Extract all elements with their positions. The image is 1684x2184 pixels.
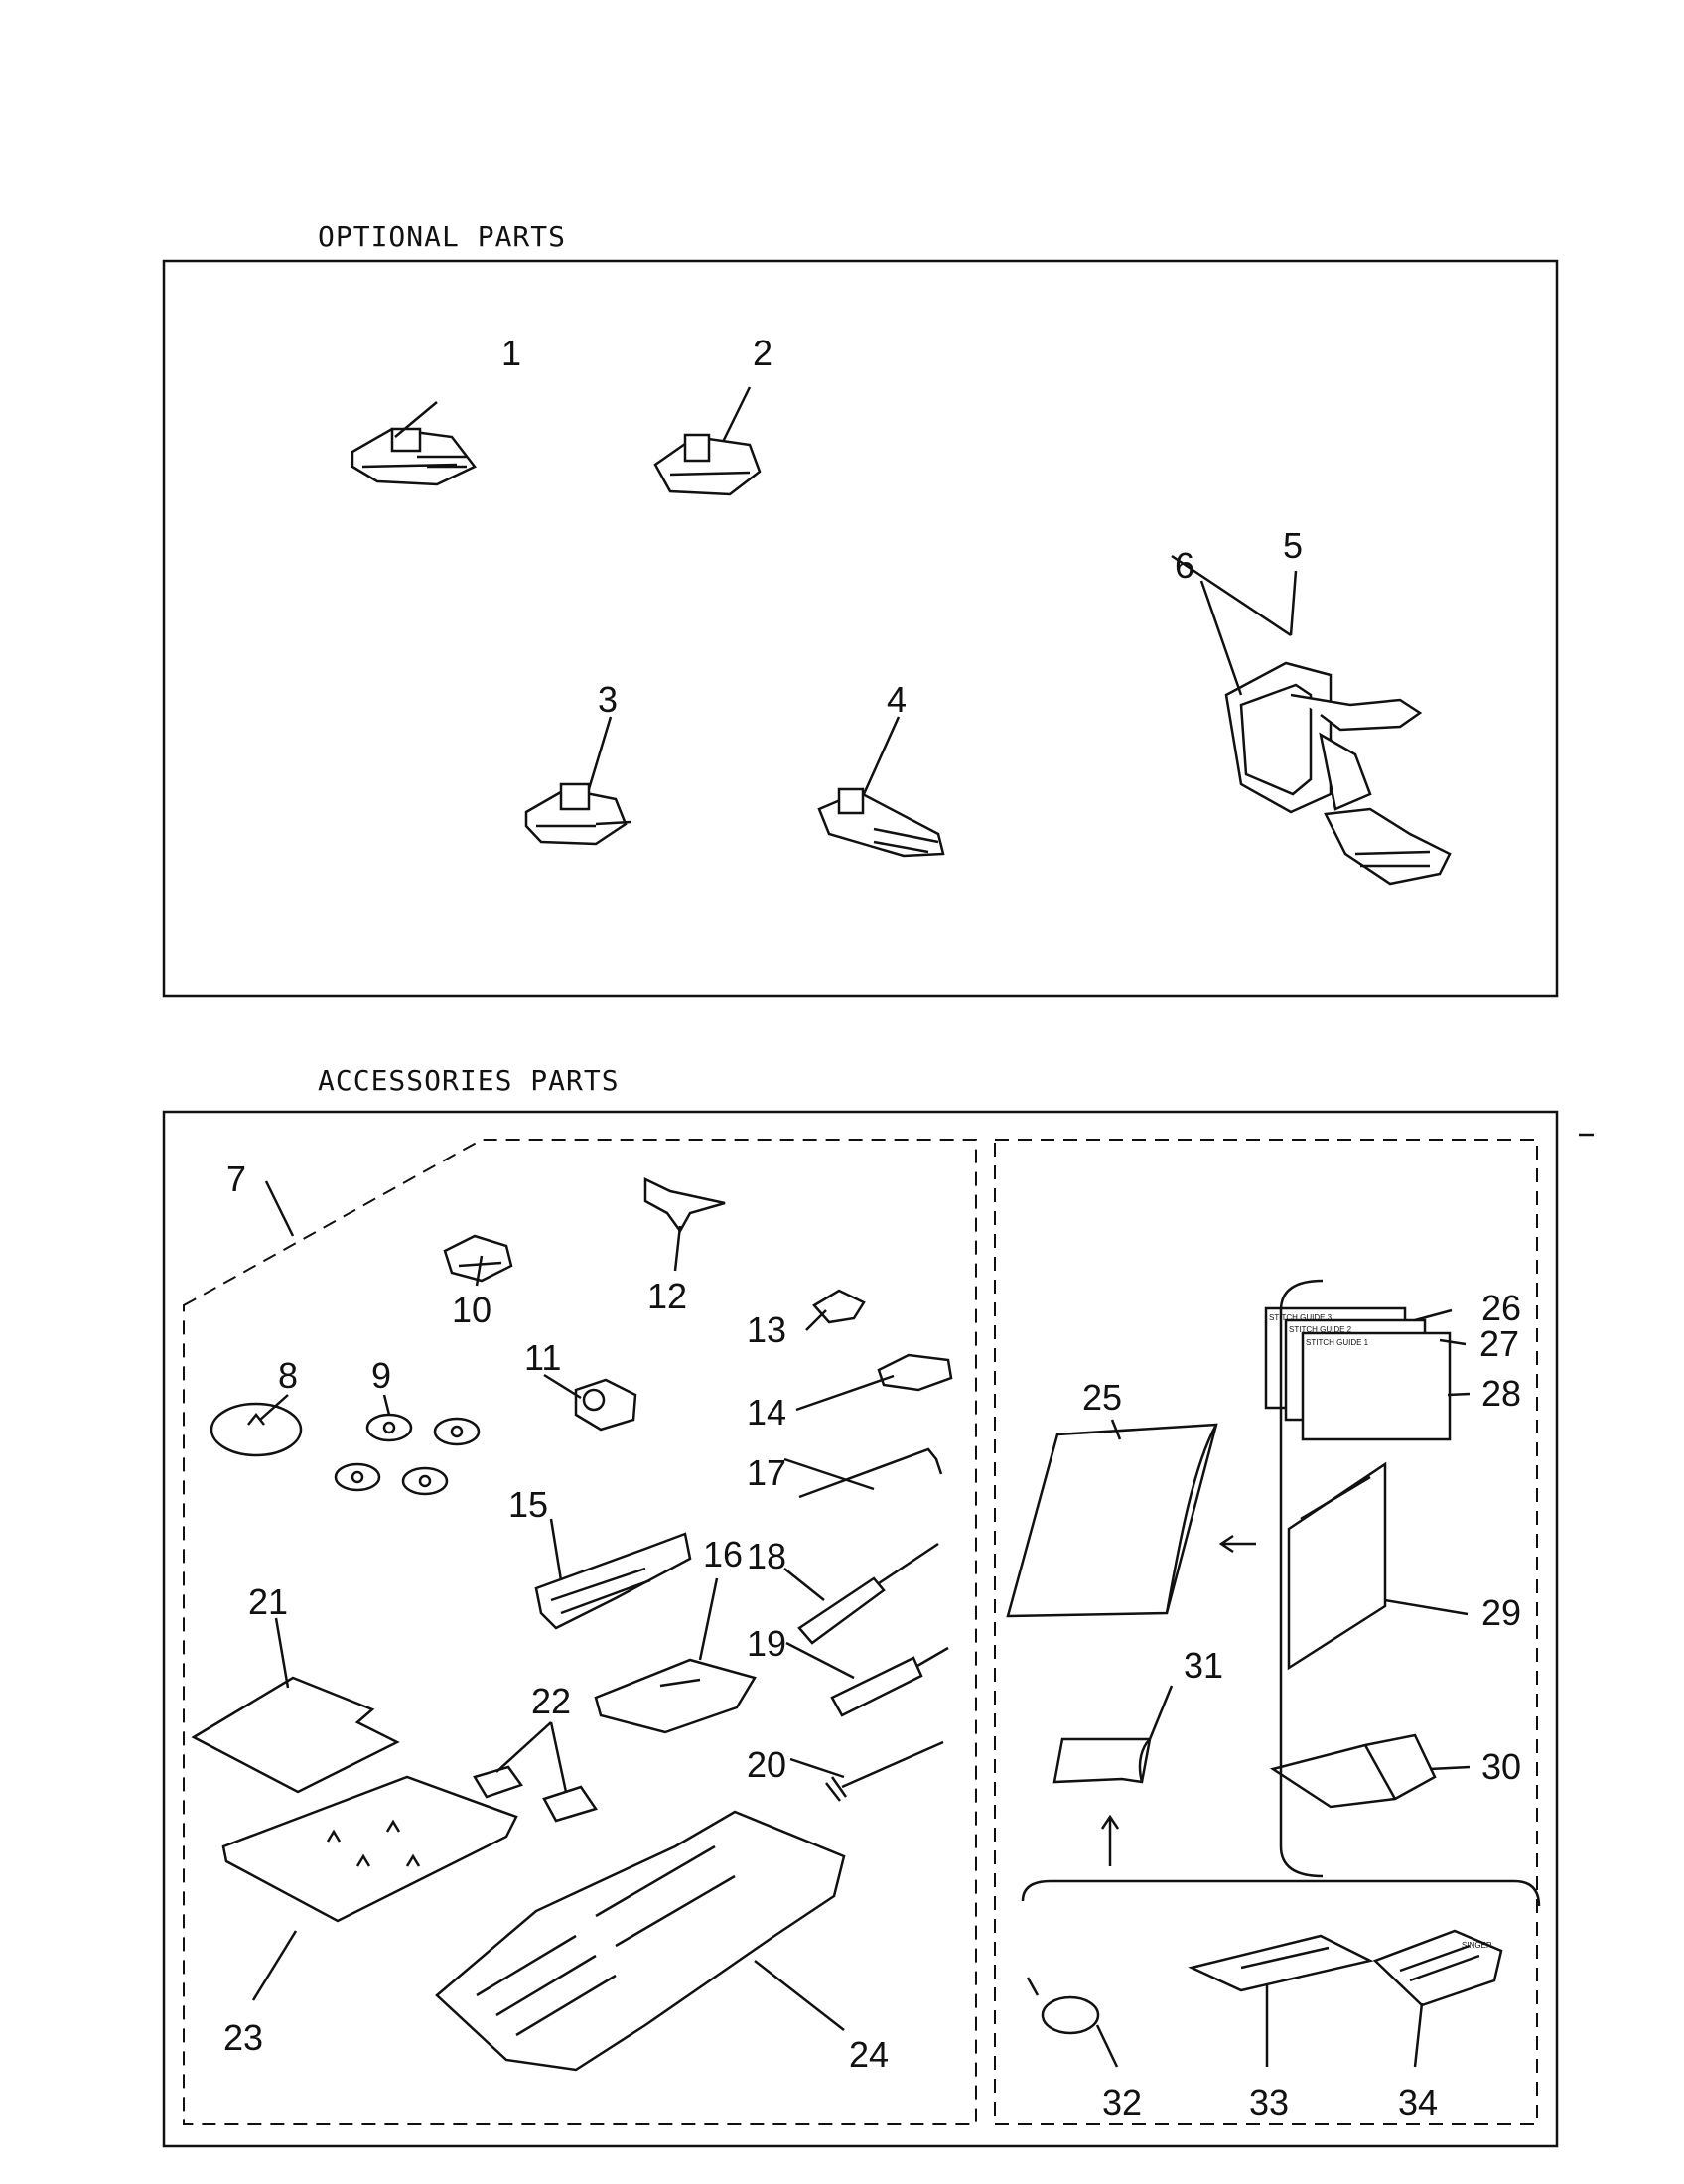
cloth-plate-21 [191,1676,400,1794]
part-number-31: 31 [1184,1645,1223,1686]
part-number-14: 14 [747,1392,786,1433]
part-number-6: 6 [1175,545,1194,586]
part-number-25: 25 [1082,1377,1122,1418]
screwdriver-19 [830,1646,949,1717]
part-number-2: 2 [753,333,772,373]
part-number-32: 32 [1102,2082,1142,2122]
optional-parts-title: OPTIONAL PARTS [318,220,567,253]
part-number-29: 29 [1481,1592,1521,1633]
presser-foot-11 [574,1378,637,1432]
accessory-box-24 [435,1810,846,2072]
part-number-20: 20 [747,1744,786,1785]
part-number-19: 19 [747,1623,786,1664]
part-number-4: 4 [887,679,907,720]
bobbins-9 [334,1413,481,1496]
part-number-18: 18 [747,1536,786,1576]
lint-brush-20 [825,1740,944,1802]
part-number-26: 26 [1481,1288,1521,1328]
part-number-8: 8 [278,1355,298,1396]
part-number-28: 28 [1481,1373,1521,1414]
cover-plate-16 [594,1658,757,1734]
presser-foot-14 [877,1353,953,1392]
part-number-10: 10 [452,1290,491,1330]
part-number-17: 17 [747,1452,786,1493]
presser-foot-1 [351,427,477,486]
part-number-22: 22 [531,1681,571,1721]
oil-bottle-32 [1026,1977,1100,2035]
stitch-guide-cards-26-28: STITCH GUIDE 3 STITCH GUIDE 2 STITCH GUI… [1264,1306,1452,1441]
needle-case-34: SINGER [1372,1929,1503,2007]
part-number-23: 23 [223,2017,263,2058]
part-number-11: 11 [524,1337,561,1378]
part-number-13: 13 [747,1309,786,1350]
presser-foot-3 [524,782,632,846]
part-number-21: 21 [248,1581,288,1622]
part-number-1: 1 [501,333,521,373]
needle-case-brand: SINGER [1462,1941,1492,1950]
presser-foot-2 [653,433,762,496]
presser-foot-13 [812,1289,866,1324]
stitch-guide-1-label: STITCH GUIDE 1 [1306,1338,1369,1347]
seam-ripper-18 [797,1542,939,1645]
part-number-30: 30 [1481,1746,1521,1787]
felts-22 [473,1765,598,1823]
part-number-9: 9 [371,1355,391,1396]
stitch-guide-2-label: STITCH GUIDE 2 [1289,1325,1352,1334]
envelope-25 [1006,1423,1218,1618]
accessory-box-outline [183,1139,977,2125]
part-number-24: 24 [849,2034,889,2075]
buttonhole-foot-15 [534,1532,692,1630]
stitch-guide-3-label: STITCH GUIDE 3 [1269,1313,1333,1322]
part-number-16: 16 [703,1534,743,1574]
allen-wrench-17 [798,1447,943,1499]
part-number-12: 12 [647,1276,687,1316]
part-number-5: 5 [1283,525,1303,566]
part-number-33: 33 [1249,2082,1289,2122]
needle-pack-33 [1188,1934,1374,1992]
part-number-3: 3 [598,679,618,720]
literature-box-outline [994,1139,1538,2125]
bobbin-cover-8 [210,1402,303,1457]
presser-foot-4 [817,787,945,858]
leaflet-30 [1269,1733,1437,1809]
accessories-parts-frame [162,1110,1559,2148]
instruction-book-29 [1287,1461,1387,1671]
part-number-34: 34 [1398,2082,1438,2122]
part-number-7: 7 [226,1159,246,1199]
part-number-27: 27 [1479,1323,1519,1364]
small-envelope-31 [1052,1737,1152,1784]
accessories-parts-title: ACCESSORIES PARTS [318,1064,620,1097]
presser-foot-5 [1224,661,1452,886]
accessory-tray-lid-23 [221,1775,518,1923]
optional-parts-frame [162,259,1559,998]
part-number-15: 15 [508,1484,548,1525]
seam-guide-12 [643,1177,726,1234]
